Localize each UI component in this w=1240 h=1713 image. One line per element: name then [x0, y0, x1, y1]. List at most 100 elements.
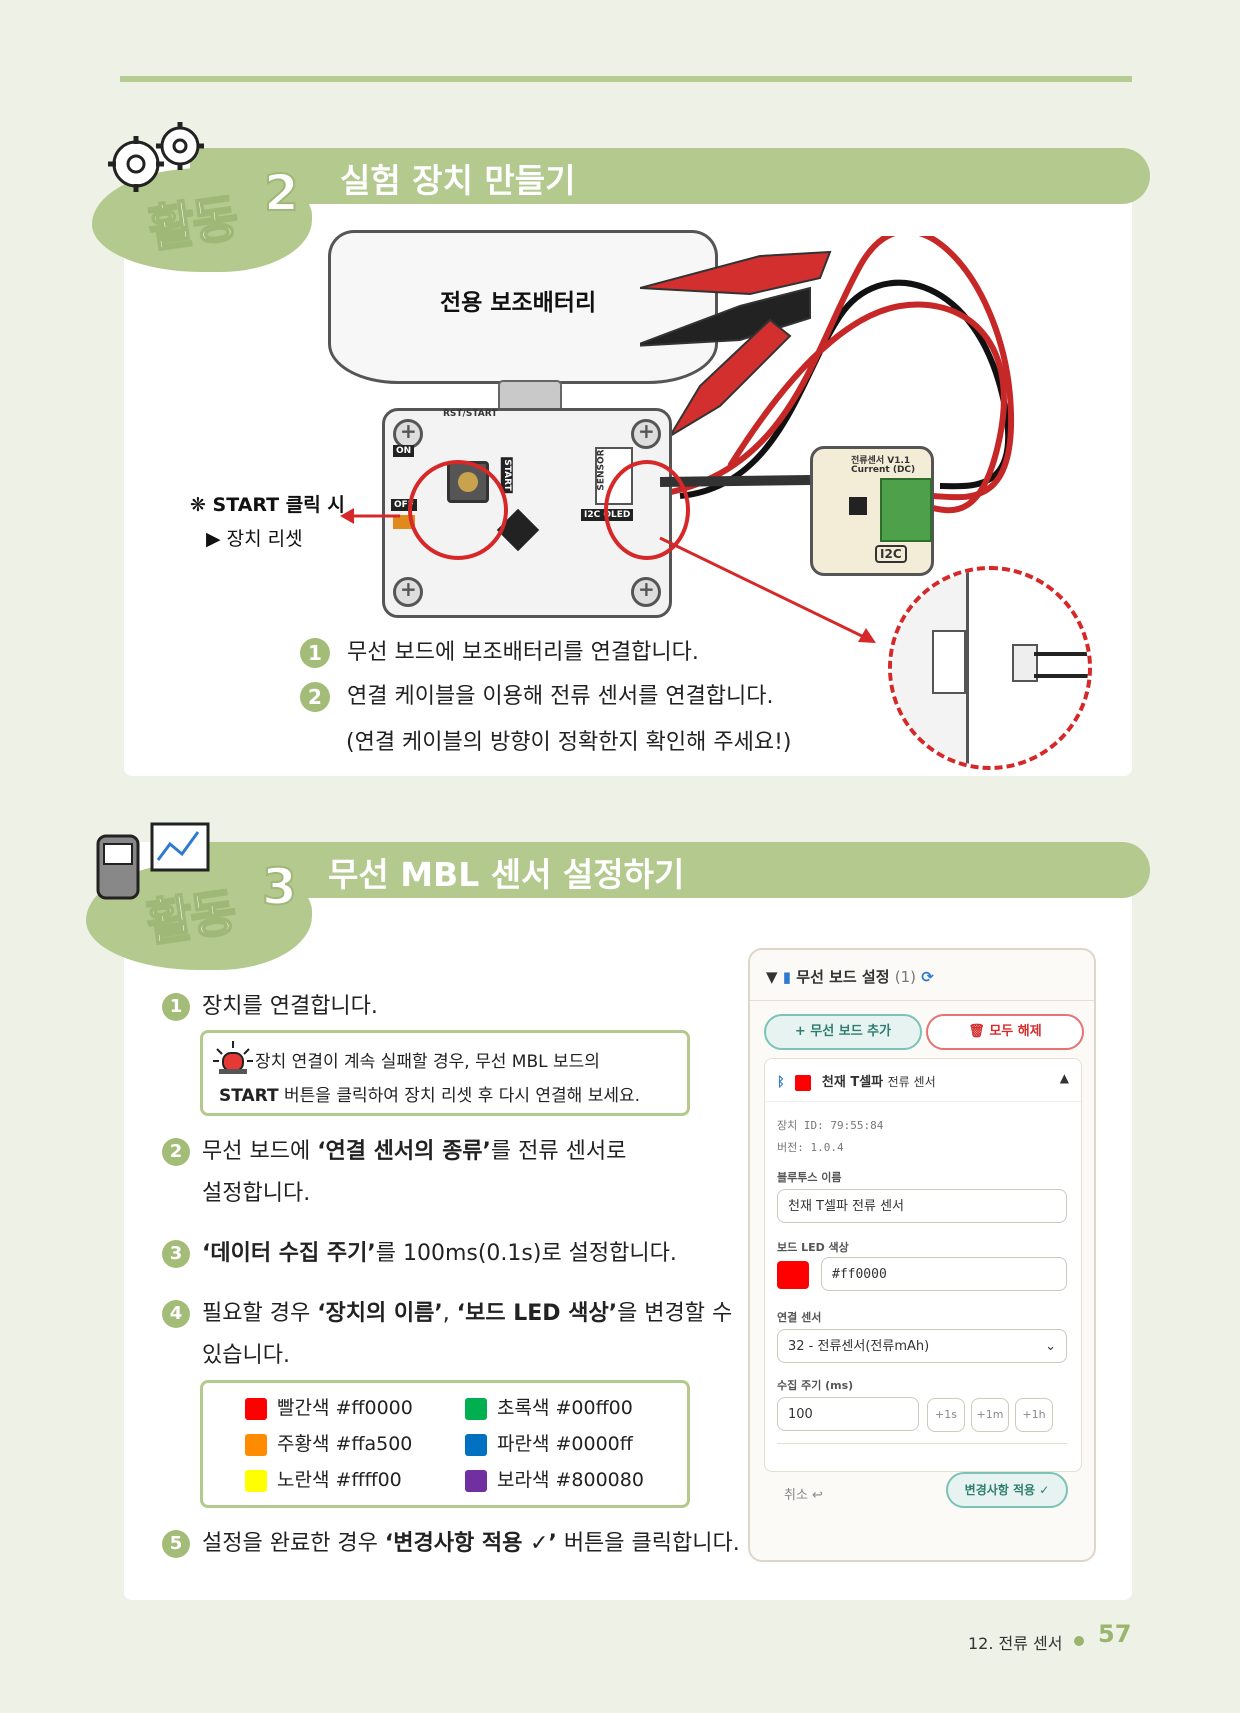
rst-start-label: RST/START	[443, 409, 498, 419]
device-row[interactable]: ᛒ 천재 T셀파 전류 센서	[777, 1071, 936, 1091]
zoom-detail-circle	[888, 566, 1092, 770]
text: 버튼을 클릭합니다.	[556, 1531, 740, 1556]
wireless-board-settings-panel: ▼ ▮ 무선 보드 설정 (1) ⟳ + 무선 보드 추가 🗑 모두 해제 ᛒ …	[748, 948, 1096, 1562]
color-label: 노란색 #ffff00	[277, 1469, 402, 1491]
device-card: ᛒ 천재 T셀파 전류 센서 ▲ 장치 ID: 79:55:84 버전: 1.0…	[764, 1058, 1082, 1472]
warning-bold: START	[219, 1086, 279, 1106]
step-number: 2	[162, 1138, 190, 1166]
divider	[750, 1000, 1094, 1001]
activity3-step-4: 필요할 경우 ‘장치의 이름’, ‘보드 LED 색상’을 변경할 수	[202, 1294, 732, 1334]
device-type: 전류 센서	[887, 1075, 936, 1089]
activity3-header-bar	[190, 842, 1150, 898]
led-color-input[interactable]: #ff0000	[821, 1257, 1067, 1291]
settings-count: (1)	[894, 968, 917, 986]
chapter-label: 12. 전류 센서	[968, 1634, 1063, 1653]
terminal-block	[880, 478, 932, 542]
warning-line2: START 버튼을 클릭하여 장치 리셋 후 다시 연결해 보세요.	[219, 1081, 640, 1106]
divider	[777, 1443, 1067, 1444]
activity3-title: 무선 MBL 센서 설정하기	[328, 855, 685, 894]
activity3-step-2: 무선 보드에 ‘연결 센서의 종류’를 전류 센서로	[202, 1132, 626, 1172]
activity2-step-2: 2 연결 케이블을 이용해 전류 센서를 연결합니다.	[300, 678, 774, 712]
text-bold: ‘연결 센서의 종류’	[317, 1139, 491, 1164]
on-label: ON	[393, 445, 415, 457]
version-value: 1.0.4	[810, 1141, 844, 1154]
arrows	[340, 508, 876, 643]
add-1m-button[interactable]: +1m	[971, 1398, 1009, 1432]
step-text: 무선 보드에 보조배터리를 연결합니다.	[347, 640, 699, 665]
led-color-label: 보드 LED 색상	[777, 1241, 849, 1254]
led-color-dot	[795, 1074, 812, 1091]
step-number: 5	[162, 1530, 190, 1558]
device-id-value: 79:55:84	[830, 1119, 884, 1132]
sensor-cable	[660, 475, 811, 487]
led-color-picker[interactable]	[777, 1261, 809, 1289]
divider	[765, 1101, 1081, 1102]
page-number: 57	[1098, 1620, 1132, 1648]
add-1s-button[interactable]: +1s	[927, 1398, 965, 1432]
sensor-sub-label: Current (DC)	[851, 465, 916, 475]
color-swatch	[465, 1469, 487, 1492]
activity2-header-bar	[190, 148, 1150, 204]
add-1h-button[interactable]: +1h	[1015, 1398, 1053, 1432]
trash-icon: 🗑	[968, 1024, 985, 1039]
bt-name-label: 블루투스 이름	[777, 1171, 842, 1184]
color-swatch	[245, 1397, 267, 1420]
add-board-button[interactable]: + 무선 보드 추가	[764, 1014, 922, 1050]
period-label: 수집 주기 (ms)	[777, 1379, 854, 1392]
text-bold: ‘데이터 수집 주기’	[202, 1241, 376, 1266]
activity2-note: (연결 케이블의 방향이 정확한지 확인해 주세요!)	[346, 730, 792, 755]
period-input[interactable]: 100	[777, 1397, 919, 1431]
color-label: 빨간색 #ff0000	[277, 1397, 413, 1419]
sensor-type-label: 연결 센서	[777, 1311, 822, 1324]
color-label: 주황색 #ffa500	[277, 1433, 413, 1455]
clear-all-button[interactable]: 🗑 모두 해제	[926, 1014, 1084, 1050]
settings-header[interactable]: ▼ ▮ 무선 보드 설정 (1) ⟳	[766, 966, 934, 987]
warning-box: 장치 연결이 계속 실패할 경우, 무선 MBL 보드의 START 버튼을 클…	[200, 1030, 690, 1116]
step-number: 4	[162, 1300, 190, 1328]
text: 설정을 완료한 경우	[202, 1531, 385, 1556]
footer-dot	[1074, 1636, 1084, 1646]
step-number: 1	[162, 993, 190, 1021]
cancel-button[interactable]: 취소 ↩	[784, 1488, 823, 1503]
activity2-badge-number: 2	[263, 163, 300, 223]
mbl-device-icon	[96, 822, 210, 900]
step-number: 1	[300, 638, 330, 668]
screw-icon	[393, 577, 423, 607]
warning-line1: 장치 연결이 계속 실패할 경우, 무선 MBL 보드의	[255, 1052, 600, 1072]
start-note-line2: ▶ 장치 리셋	[206, 528, 303, 550]
screw-icon	[631, 419, 661, 449]
activity3-badge-word: 활동	[142, 882, 239, 954]
chevron-down-icon: ⌄	[1045, 1339, 1056, 1354]
i2c-label: I2C	[875, 545, 907, 563]
sensor-name-label: 전류센서 V1.1	[851, 456, 911, 466]
activity2-step-1: 1 무선 보드에 보조배터리를 연결합니다.	[300, 634, 699, 668]
color-swatch	[245, 1433, 267, 1456]
text: 무선 보드에	[202, 1139, 318, 1164]
activity3-step-1: 장치를 연결합니다.	[202, 994, 378, 1019]
sensor-chip	[849, 497, 867, 515]
step-number: 2	[300, 682, 330, 712]
step-number: 3	[162, 1240, 190, 1268]
device-name: 천재 T셀파	[821, 1075, 884, 1090]
text-bold: ‘보드 LED 색상’	[456, 1301, 618, 1326]
zoom-port	[932, 630, 966, 694]
start-highlight-circle	[408, 460, 508, 560]
color-item: 주황색 #ffa500	[245, 1429, 412, 1459]
color-swatch	[465, 1397, 487, 1420]
version-label: 버전:	[777, 1141, 804, 1154]
sensor-type-select[interactable]: 32 - 전류센서(전류mAh)⌄	[777, 1329, 1067, 1363]
bt-name-input[interactable]: 천재 T셀파 전류 센서	[777, 1189, 1067, 1223]
color-swatch	[245, 1469, 267, 1492]
start-note-line1: ❋ START 클릭 시	[190, 494, 345, 516]
warning-rest: 버튼을 클릭하여 장치 리셋 후 다시 연결해 보세요.	[278, 1086, 641, 1106]
step-text: 연결 케이블을 이용해 전류 센서를 연결합니다.	[347, 684, 774, 709]
refresh-icon[interactable]: ⟳	[921, 968, 934, 986]
collapse-up-icon[interactable]: ▲	[1059, 1071, 1069, 1085]
text: 를 전류 센서로	[490, 1139, 627, 1164]
battery-label: 전용 보조배터리	[440, 290, 597, 316]
siren-icon	[213, 1041, 253, 1074]
signal-icon: ▮	[782, 968, 792, 986]
color-item: 보라색 #800080	[465, 1465, 644, 1495]
gears-icon	[108, 122, 204, 192]
apply-changes-button[interactable]: 변경사항 적용 ✓	[946, 1472, 1068, 1508]
